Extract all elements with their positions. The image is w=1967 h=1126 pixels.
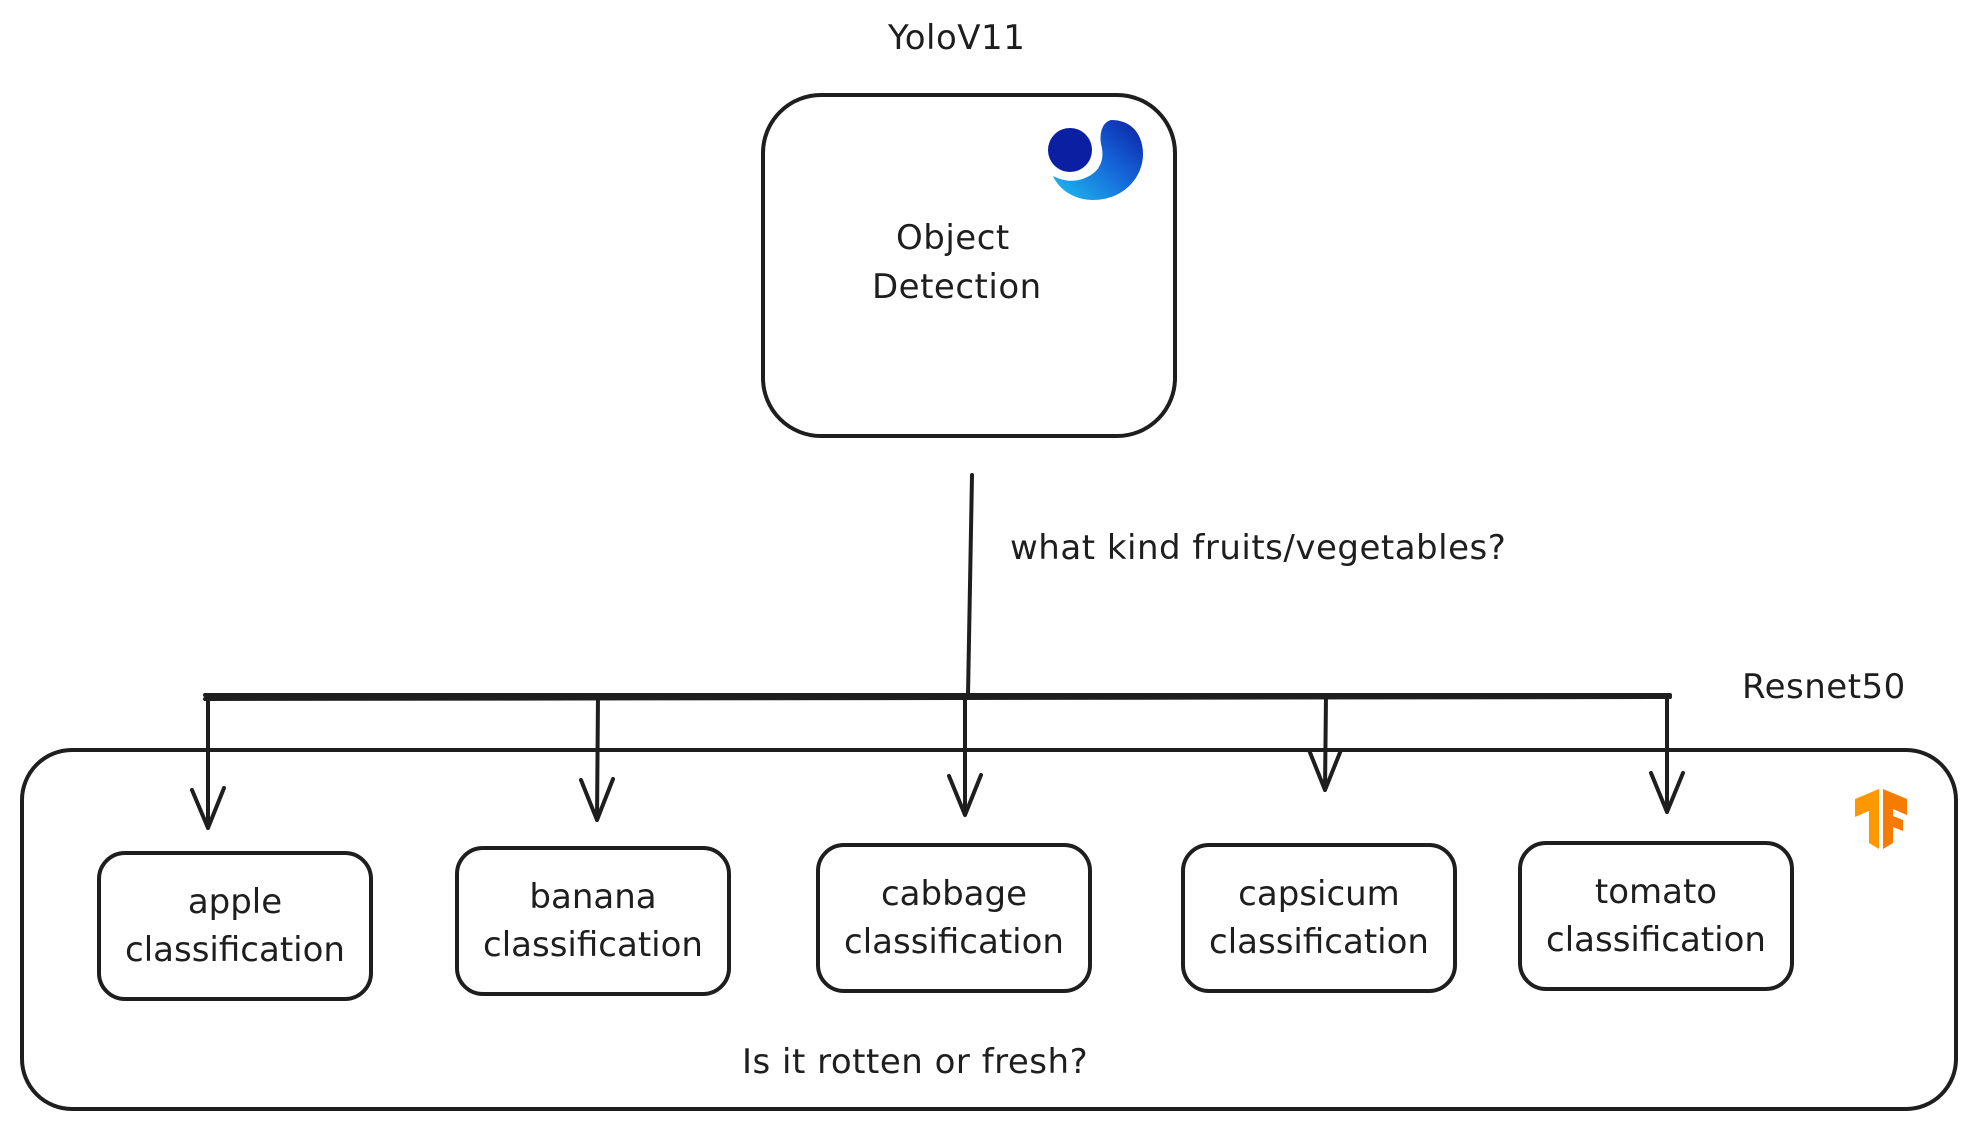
object-detection-line1: Object: [896, 218, 1010, 258]
classification-group-box: [20, 748, 1958, 1111]
object-detection-box: [761, 93, 1177, 438]
classifier-type: classification: [1209, 922, 1429, 962]
classifier-box-capsicum: capsicum classification: [1181, 843, 1457, 993]
classifier-box-banana: banana classification: [455, 846, 731, 996]
arrow-cabbage: [947, 693, 983, 817]
classifier-type: classification: [125, 930, 345, 970]
connector-label: what kind fruits/vegetables?: [1010, 528, 1507, 568]
classifier-box-apple: apple classification: [97, 851, 373, 1001]
classifier-name: tomato: [1594, 872, 1718, 912]
classifier-name: banana: [529, 877, 657, 917]
classifier-box-tomato: tomato classification: [1518, 841, 1794, 991]
arrow-tomato: [1649, 693, 1685, 814]
classifier-name: cabbage: [880, 874, 1028, 914]
classifier-type: classification: [844, 922, 1064, 962]
ultralytics-logo-icon: [1048, 120, 1143, 200]
classifier-name: apple: [187, 882, 283, 922]
trunk-line: [966, 473, 974, 697]
arrow-apple: [190, 693, 226, 830]
classifier-type: classification: [1546, 920, 1766, 960]
group-question: Is it rotten or fresh?: [742, 1042, 1089, 1082]
yolo-model-title: YoloV11: [888, 18, 1026, 58]
resnet-model-title: Resnet50: [1742, 667, 1906, 707]
classifier-box-cabbage: cabbage classification: [816, 843, 1092, 993]
object-detection-line2: Detection: [872, 267, 1042, 307]
arrow-banana: [579, 693, 615, 822]
tensorflow-logo-icon: [1855, 789, 1907, 849]
classifier-type: classification: [483, 925, 703, 965]
classifier-name: capsicum: [1238, 874, 1400, 914]
arrow-capsicum: [1307, 693, 1343, 792]
